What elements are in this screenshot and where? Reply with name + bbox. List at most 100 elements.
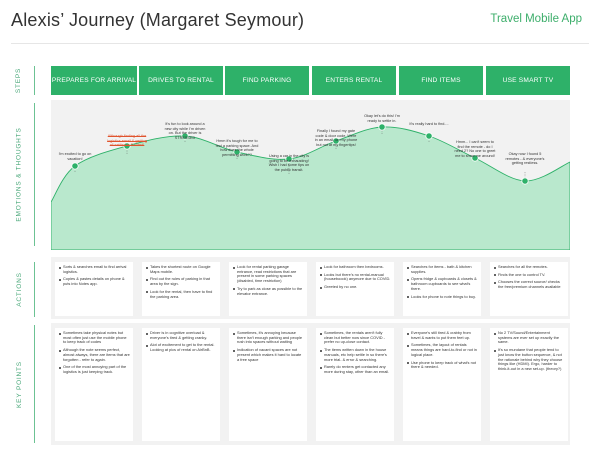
- action-card: Look for rental parking garage entrance,…: [229, 262, 307, 316]
- bullet-item: Rarely do renters get contacted any more…: [320, 364, 391, 374]
- bullet-item: Try to park as close as possible to the …: [233, 285, 304, 296]
- bullet-text: Find out the rules of parking in that ar…: [150, 276, 210, 287]
- action-card: Searches for all the remotes.Finds the o…: [490, 262, 568, 316]
- bullet-item: Opens fridge & cupboards & closets & bat…: [407, 277, 478, 291]
- bullet-item: One of the most annoying part of the log…: [59, 364, 130, 374]
- bullet-item: Searches for items - bath & kitchen supp…: [407, 264, 478, 274]
- emotion-thought: I'm excited to go on vacation!: [58, 152, 92, 161]
- step-find-parking: FIND PARKING: [225, 66, 309, 95]
- bullet-item: Use phone to keep track of what's not th…: [407, 359, 478, 370]
- bullet-dot-icon: [407, 296, 409, 299]
- emotion-point: [285, 155, 293, 163]
- row-divider-actions: [34, 262, 35, 317]
- emotion-point: [181, 132, 189, 140]
- bullet-item: Finds the one to control TV.: [494, 272, 565, 278]
- emotion-thought: It's fun to look around a new city while…: [164, 122, 206, 140]
- bullet-text: Copies & pastes details on phone & puts …: [63, 276, 125, 287]
- bullet-text: Sometimes, the layout of rentals means t…: [411, 342, 477, 357]
- bullet-text: Sometimes, it's annoying because there i…: [237, 330, 302, 345]
- emotion-thought: Hmm it's tough for me to find a parking …: [215, 139, 259, 157]
- emotion-thought: Okay now I found 5 remotes - & everyone'…: [505, 152, 545, 166]
- bullet-dot-icon: [494, 349, 496, 352]
- bullet-dot-icon: [407, 332, 409, 335]
- emotion-thought: Finally I found my gate code & door code…: [314, 129, 358, 147]
- action-card: Sorts & searches email to find arrival l…: [55, 262, 133, 316]
- key-point-card: Driver is in cognitive overload & everyo…: [142, 328, 220, 441]
- actions-panel: [51, 257, 570, 319]
- bullet-dot-icon: [320, 349, 322, 352]
- bullet-item: Find out the rules of parking in that ar…: [146, 276, 217, 287]
- bullet-item: Sometimes, it's annoying because there i…: [233, 330, 304, 345]
- bullet-item: Chooses the correct source/ checks the f…: [494, 279, 565, 290]
- bullet-item: Look for the rental, then have to find t…: [146, 288, 217, 299]
- bullet-text: It's so mundane that people tend to just…: [498, 347, 563, 371]
- emotion-thought: It's really hard to find....: [409, 122, 449, 126]
- bullet-dot-icon: [233, 288, 235, 291]
- step-find-items: FIND ITEMS: [399, 66, 483, 95]
- bullet-text: Although the note seems perfect, almost …: [63, 347, 130, 362]
- bullet-item: Look for rental parking garage entrance,…: [233, 264, 304, 284]
- emotion-point: [471, 154, 479, 162]
- bullet-text: Opens fridge & cupboards & closets & bat…: [411, 276, 477, 291]
- emotion-thought: Okay let's do this! I'm ready to settle …: [364, 114, 400, 123]
- bullet-item: Sometimes, the layout of rentals means t…: [407, 343, 478, 357]
- bullet-text: The items written down in the house manu…: [324, 347, 387, 362]
- emotion-curve-chart: [51, 100, 570, 250]
- bullet-dot-icon: [494, 332, 496, 335]
- action-card: Look for bathroom then bedrooms.Looks bu…: [316, 262, 394, 316]
- bullet-text: Try to park as close as possible to the …: [237, 285, 303, 296]
- bullet-dot-icon: [494, 274, 496, 277]
- row-label-steps: STEPS: [15, 67, 23, 94]
- bullet-text: Use phone to keep track of what's not th…: [411, 359, 476, 370]
- emotion-thought: Although finding all the logistics email…: [107, 134, 147, 148]
- bullet-text: Greeted by no one.: [324, 284, 358, 290]
- bullet-dot-icon: [59, 279, 61, 281]
- emotions-panel: I'm excited to go on vacation! Although f…: [51, 100, 570, 250]
- row-label-key-points: KEY POINTS: [15, 360, 23, 408]
- step-enters-rental: ENTERS RENTAL: [312, 66, 396, 95]
- row-label-emotions: EMOTIONS & THOUGHTS: [15, 127, 23, 222]
- bullet-item: Indication of vacant spaces are not pres…: [233, 347, 304, 362]
- bullet-item: Driver is in cognitive overload & everyo…: [146, 330, 217, 340]
- bullet-dot-icon: [320, 366, 322, 369]
- bullet-item: Sometimes take physical notes but most o…: [59, 330, 130, 345]
- bullet-text: Indication of vacant spaces are not pres…: [237, 347, 302, 362]
- bullet-item: Copies & pastes details on phone & puts …: [59, 276, 130, 287]
- bullet-dot-icon: [407, 279, 409, 281]
- bullet-dot-icon: [146, 332, 148, 335]
- bullet-item: Greeted by no one.: [320, 284, 391, 290]
- key-point-card: No 2 TV/Sound/Entertainment systems are …: [490, 328, 568, 441]
- bullet-dot-icon: [233, 266, 235, 269]
- step-use-smart-tv: USE SMART TV: [486, 66, 570, 95]
- key-point-card: Sometimes, the rentals aren't fully clea…: [316, 328, 394, 441]
- key-point-card: Sometimes, it's annoying because there i…: [229, 328, 307, 441]
- bullet-text: Chooses the correct source/ checks the f…: [498, 279, 561, 290]
- emotion-point: [123, 142, 131, 150]
- bullet-dot-icon: [494, 266, 496, 269]
- bullet-dot-icon: [233, 349, 235, 352]
- bullet-dot-icon: [320, 274, 322, 277]
- row-divider-emotions: [34, 103, 35, 246]
- bullet-dot-icon: [407, 345, 409, 347]
- bullet-dot-icon: [59, 332, 61, 335]
- bullet-text: Searches for items - bath & kitchen supp…: [411, 264, 472, 274]
- key-points-panel: [51, 323, 570, 445]
- emotion-thought: Using a car in the city is going to be e…: [268, 154, 310, 172]
- bullet-item: No 2 TV/Sound/Entertainment systems are …: [494, 330, 565, 345]
- bullet-dot-icon: [59, 349, 61, 352]
- bullet-dot-icon: [407, 266, 409, 269]
- row-divider-steps: [34, 66, 35, 95]
- bullet-text: Look for bathroom then bedrooms.: [324, 264, 384, 269]
- bullet-dot-icon: [320, 332, 322, 335]
- emotion-thought: Hmm... I can't seem to find the remote -…: [454, 140, 496, 158]
- key-point-card: Sometimes take physical notes but most o…: [55, 328, 133, 441]
- step-prepares-for-arrival: PREPARES FOR ARRIVAL: [51, 66, 137, 95]
- bullet-dot-icon: [146, 279, 148, 281]
- bullet-dot-icon: [233, 332, 235, 335]
- bullet-item: Although the note seems perfect, almost …: [59, 347, 130, 362]
- emotion-point: [233, 148, 241, 156]
- bullet-item: Takes the shortest route on Google Maps …: [146, 264, 217, 274]
- bullet-text: Look for the rental, then have to find t…: [150, 288, 213, 299]
- bullet-text: No 2 TV/Sound/Entertainment systems are …: [498, 330, 559, 345]
